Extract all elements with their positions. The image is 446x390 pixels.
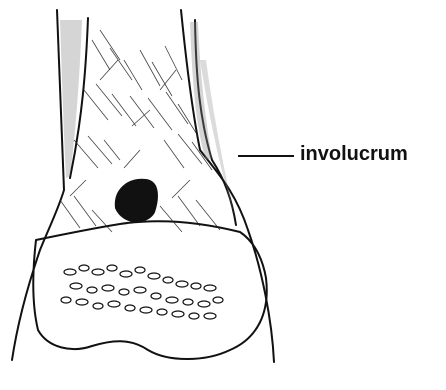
involucrum-label: involucrum: [300, 144, 408, 164]
epiphysis-ovals: [61, 265, 223, 319]
bone-outline: [12, 10, 274, 362]
